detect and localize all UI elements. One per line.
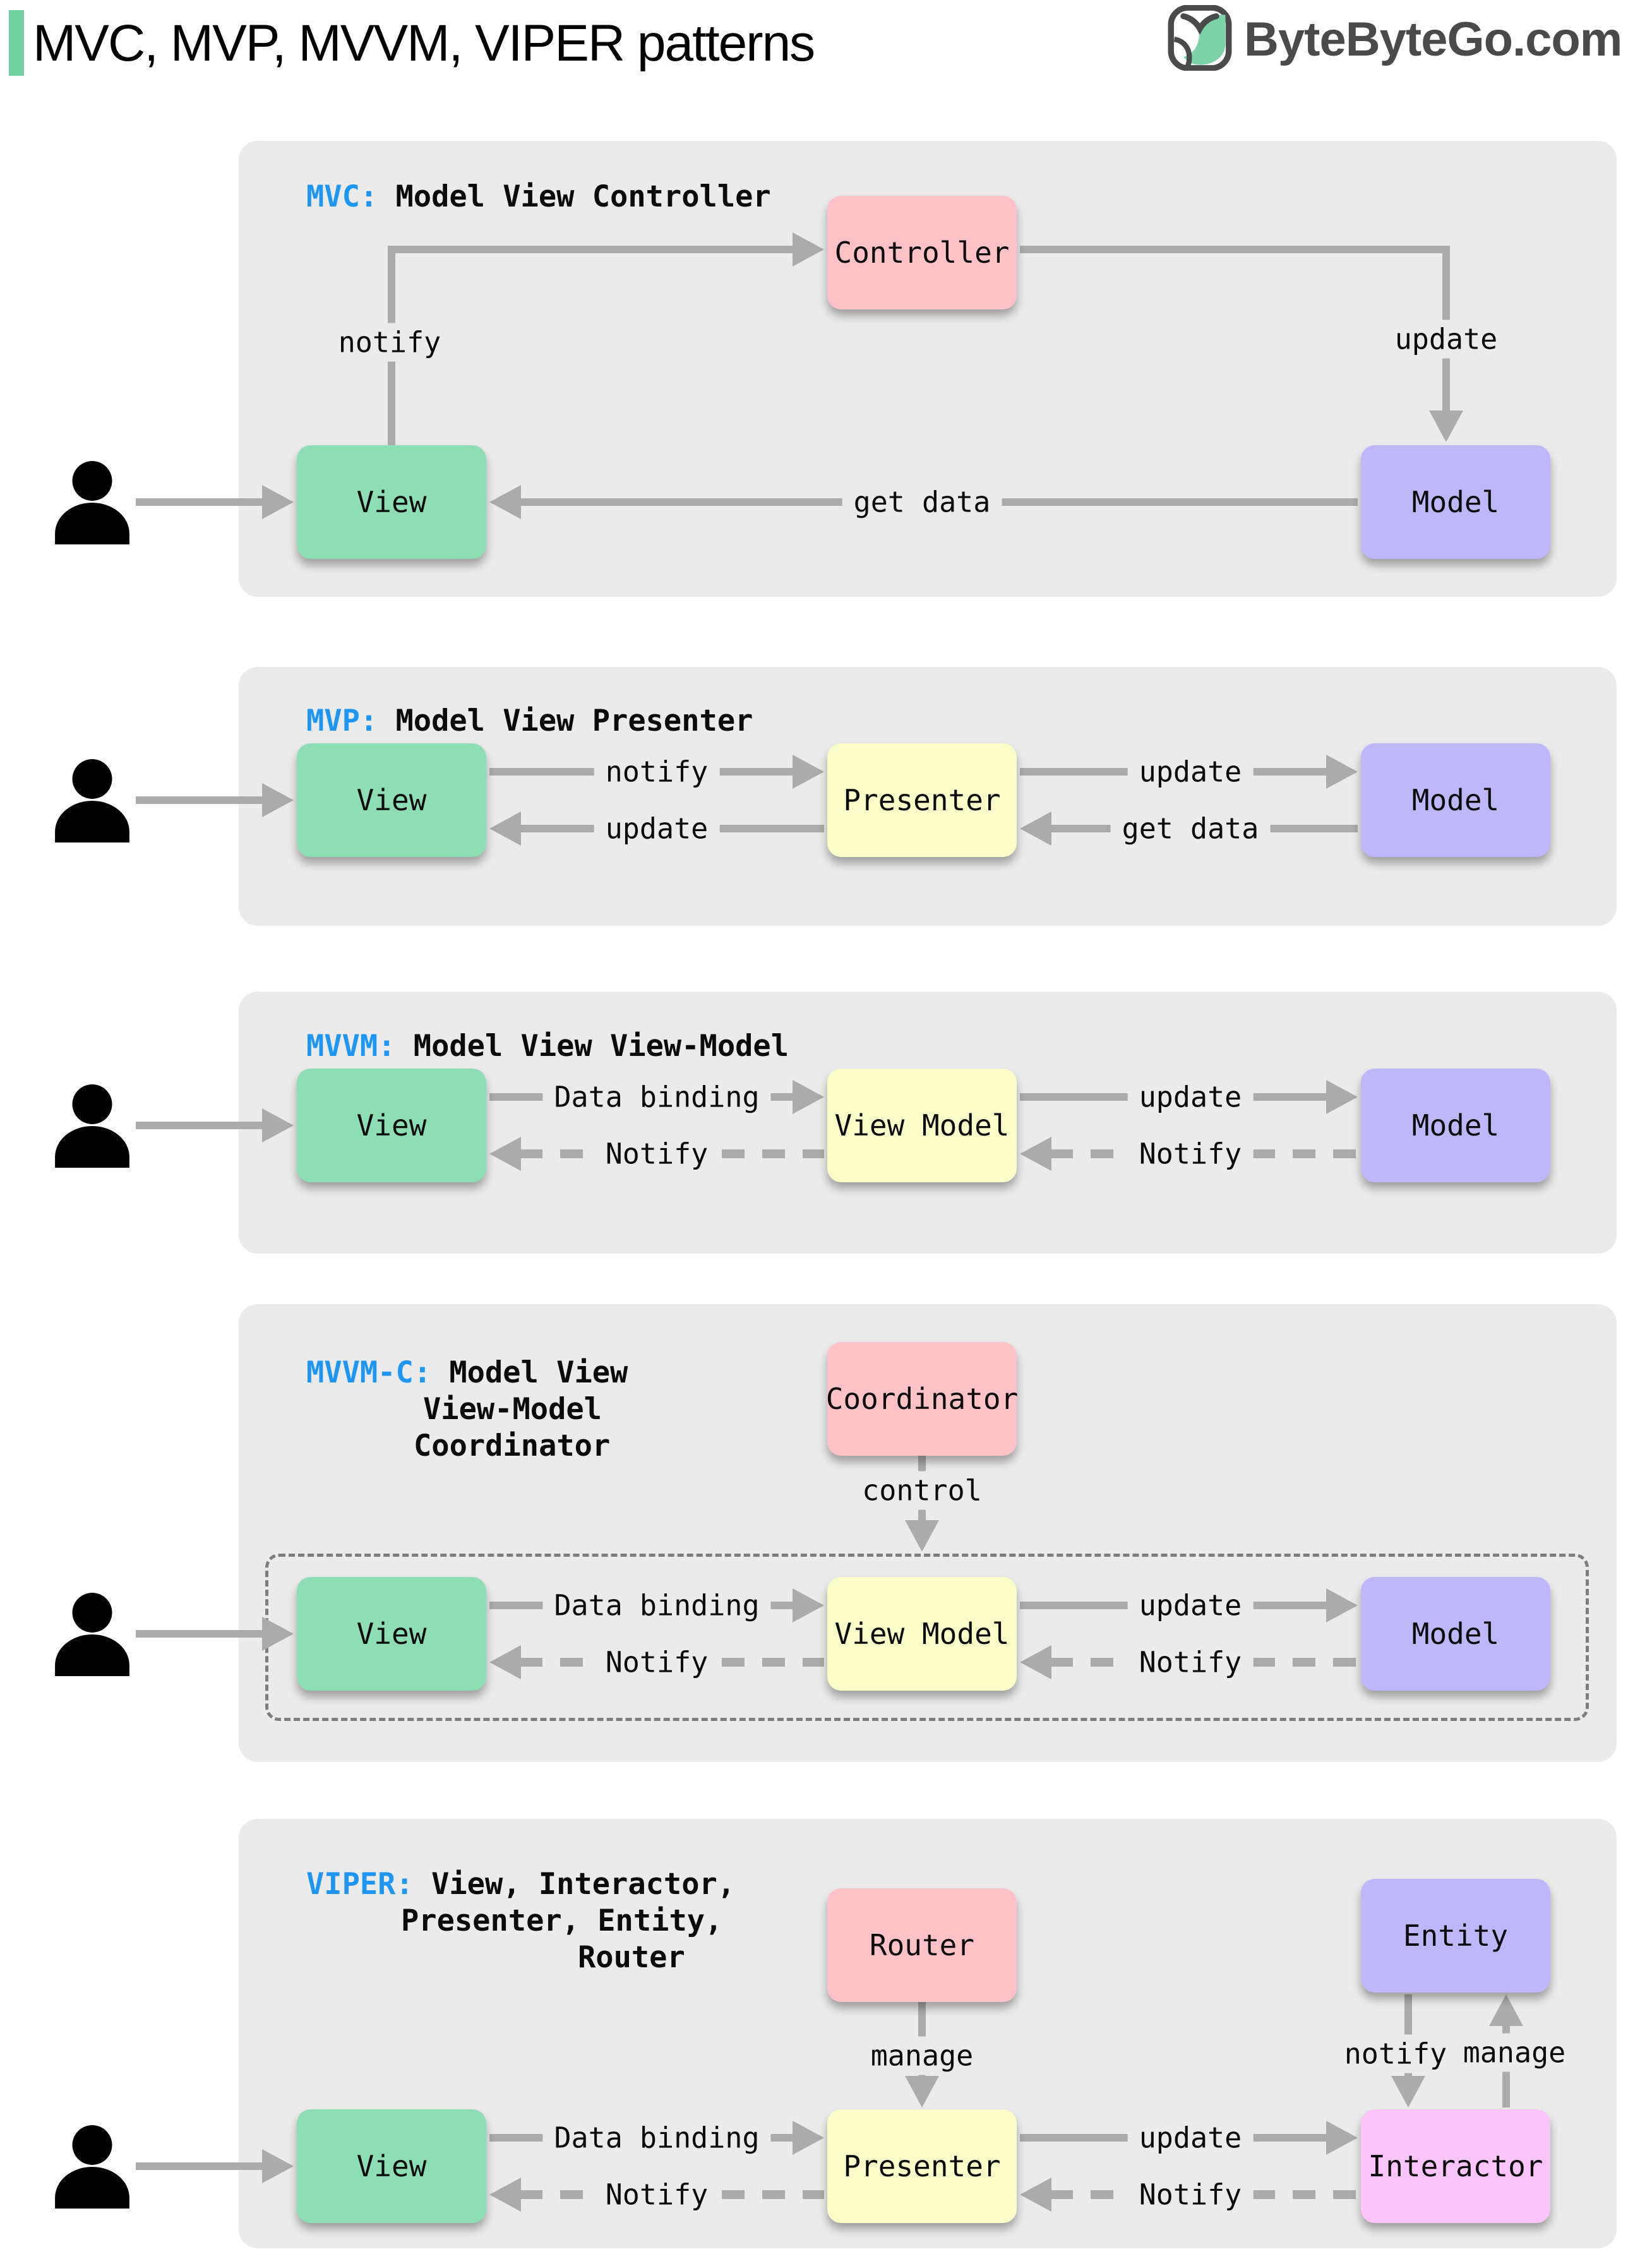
arrowhead-right-icon [262, 783, 294, 817]
edge-user-to-view [136, 1630, 265, 1638]
edge-label-update: update [1383, 320, 1509, 359]
page-title: MVC, MVP, MVVM, VIPER patterns [33, 15, 815, 72]
bytebytego-logo-icon [1167, 4, 1233, 73]
user-icon [51, 1593, 134, 1679]
edge-user-to-view [136, 1122, 265, 1129]
edge-label-update: update [1127, 752, 1254, 791]
edge-label-notify: Notify [1127, 1643, 1254, 1682]
arrowhead-right-icon [1326, 2121, 1358, 2155]
node-model: Model [1361, 743, 1550, 857]
edge-label-get-data: get data [842, 483, 1002, 522]
arrowhead-down-icon [905, 1520, 939, 1552]
arrowhead-right-icon [262, 2149, 294, 2183]
arrowhead-right-icon [793, 2121, 824, 2155]
edge-user-to-view [136, 2162, 265, 2170]
arrowhead-right-icon [262, 1108, 294, 1142]
arrowhead-left-icon [1020, 2178, 1051, 2212]
arrowhead-left-icon [489, 1645, 521, 1679]
arrowhead-left-icon [489, 485, 521, 519]
user-icon [51, 1084, 134, 1170]
arrowhead-down-icon [1391, 2076, 1425, 2107]
edge-label-notify: Notify [594, 1134, 720, 1173]
edge-label-manage: manage [1451, 2033, 1577, 2072]
arrowhead-right-icon [793, 232, 824, 267]
edge-view-to-controller [388, 246, 794, 253]
arrowhead-left-icon [1020, 1645, 1051, 1679]
arrowhead-left-icon [489, 812, 521, 846]
arrowhead-up-icon [1489, 1994, 1523, 2026]
user-icon [51, 759, 134, 845]
edge-label-notify: Notify [594, 2175, 720, 2214]
viper-section-title: VIPER: View, Interactor, Presenter, Enti… [306, 1867, 736, 1975]
edge-label-notify: notify [326, 323, 453, 362]
arrowhead-left-icon [489, 1137, 521, 1171]
arrowhead-right-icon [1326, 1080, 1358, 1114]
mvvm-c-title-prefix: MVVM-C: [306, 1355, 432, 1390]
edge-label-update: update [1127, 1586, 1254, 1625]
arrowhead-left-icon [489, 2178, 521, 2212]
node-view: View [297, 743, 486, 857]
arrowhead-down-icon [1429, 411, 1463, 442]
node-model: Model [1361, 1069, 1550, 1182]
edge-label-data-binding: Data binding [542, 1586, 771, 1625]
arrowhead-right-icon [793, 1588, 824, 1622]
edge-controller-to-model [1020, 246, 1450, 253]
node-coordinator: Coordinator [826, 1342, 1018, 1456]
node-view: View [297, 445, 486, 559]
node-controller: Controller [827, 196, 1017, 309]
edge-label-manage: manage [859, 2036, 985, 2075]
title-accent-bar [9, 10, 24, 76]
node-model: Model [1361, 1577, 1550, 1691]
arrowhead-right-icon [793, 755, 824, 789]
edge-user-to-view [136, 796, 265, 804]
arrowhead-down-icon [905, 2076, 939, 2107]
mvc-section-title: MVC: Model View Controller [306, 179, 771, 214]
edge-user-to-view [136, 498, 265, 506]
node-presenter: Presenter [827, 2109, 1017, 2223]
arrowhead-right-icon [262, 1617, 294, 1651]
edge-label-notify: notify [594, 752, 720, 791]
node-presenter: Presenter [827, 743, 1017, 857]
arrowhead-left-icon [1020, 812, 1051, 846]
node-view-model: View Model [827, 1577, 1017, 1691]
arrowhead-right-icon [1326, 1588, 1358, 1622]
edge-label-notify: Notify [1127, 2175, 1254, 2214]
edge-label-data-binding: Data binding [542, 2118, 771, 2157]
edge-label-notify: Notify [594, 1643, 720, 1682]
node-router: Router [827, 1888, 1017, 2002]
arrowhead-right-icon [262, 485, 294, 519]
edge-label-notify: notify [1332, 2034, 1459, 2073]
viper-title-prefix: VIPER: [306, 1867, 414, 1902]
node-view: View [297, 1069, 486, 1182]
mvvm-c-section-title: MVVM-C: Model View View-Model Coordinato… [306, 1355, 628, 1463]
user-icon [51, 2125, 134, 2211]
edge-label-update: update [594, 809, 720, 848]
bytebytego-logo-text: ByteByteGo.com [1244, 12, 1622, 66]
edge-label-notify: Notify [1127, 1134, 1254, 1173]
mvvm-section-title: MVVM: Model View View-Model [306, 1029, 789, 1064]
arrowhead-right-icon [793, 1080, 824, 1114]
edge-label-get-data: get data [1110, 809, 1271, 848]
arrowhead-left-icon [1020, 1137, 1051, 1171]
node-interactor: Interactor [1361, 2109, 1550, 2223]
edge-label-data-binding: Data binding [542, 1077, 771, 1117]
node-model: Model [1361, 445, 1550, 559]
mvc-title-prefix: MVC: [306, 179, 378, 214]
arrowhead-right-icon [1326, 755, 1358, 789]
edge-label-control: control [851, 1471, 993, 1510]
bytebytego-logo: ByteByteGo.com [1167, 4, 1622, 73]
mvp-section-title: MVP: Model View Presenter [306, 704, 753, 738]
mvp-title-prefix: MVP: [306, 704, 378, 738]
user-icon [51, 461, 134, 547]
edge-label-update: update [1127, 2118, 1254, 2157]
edge-label-update: update [1127, 1077, 1254, 1117]
node-view: View [297, 2109, 486, 2223]
node-view: View [297, 1577, 486, 1691]
node-view-model: View Model [827, 1069, 1017, 1182]
mvvm-title-prefix: MVVM: [306, 1029, 396, 1064]
node-entity: Entity [1361, 1879, 1550, 1993]
